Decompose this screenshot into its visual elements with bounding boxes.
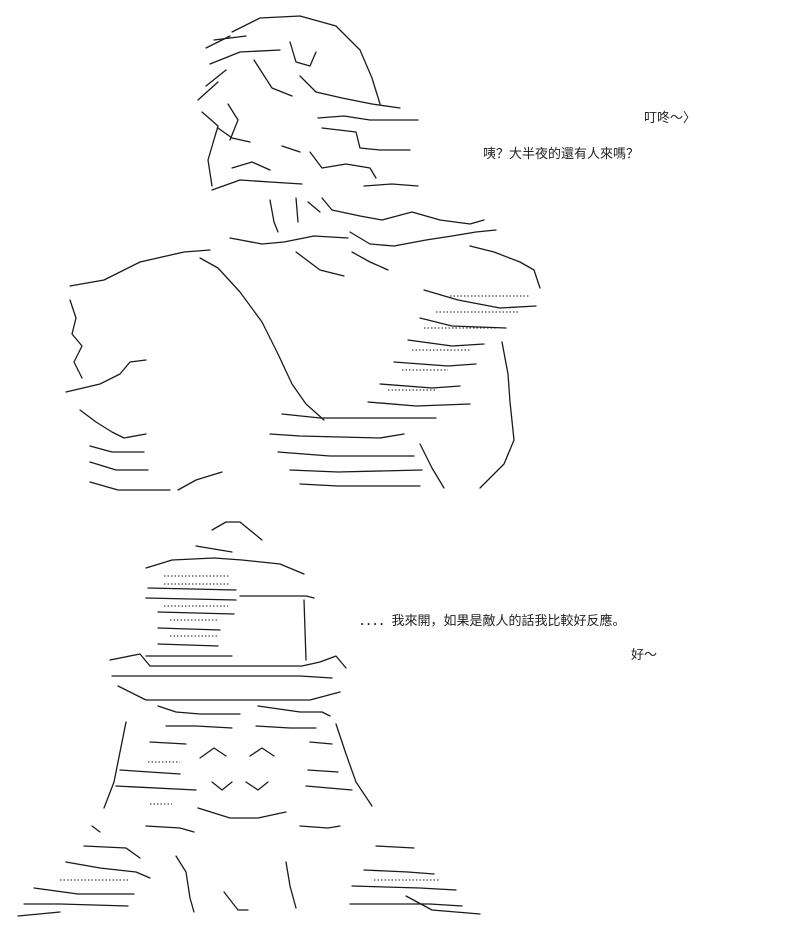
- dialogue-reply-ok: 好～: [631, 648, 658, 663]
- dialogue-doorbell: 叮咚～〉: [644, 111, 697, 126]
- upper-figure: [65, 15, 541, 491]
- dialogue-question: 咦？大半夜的還有人來嗎？: [483, 147, 640, 162]
- lower-figure: [17, 521, 481, 917]
- dialogue-answer-door: ．．．．我來開，如果是敵人的話我比較好反應。: [359, 614, 626, 629]
